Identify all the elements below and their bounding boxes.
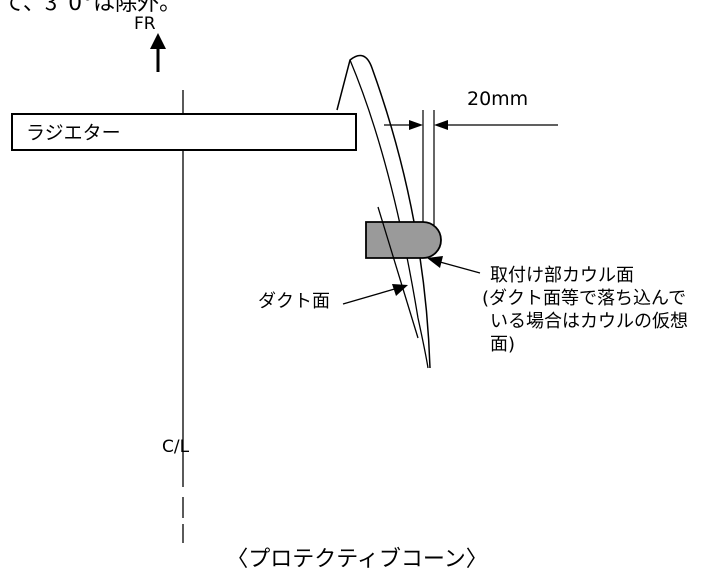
- duct-leader-line: [342, 287, 399, 305]
- centerline-label: C/L: [162, 437, 190, 457]
- duct-surface-line: [377, 206, 419, 339]
- cowl-note: 取付け部カウル面 (ダクト面等で落ち込んで いる場合はカウルの仮想 面): [482, 265, 688, 355]
- forward-arrow: FR: [134, 14, 166, 72]
- radiator-box: [11, 113, 357, 151]
- dimension-arrow-right: [434, 120, 448, 130]
- header-text: て、3ﾟ0°は除外。: [2, 0, 181, 16]
- duct-label: ダクト面: [258, 291, 330, 312]
- dimension-label: 20mm: [467, 88, 528, 110]
- radiator-label: ラジエター: [26, 122, 121, 144]
- cowl-note-line-4: 面): [490, 334, 515, 355]
- cone-inner-curve: [349, 59, 429, 369]
- cowl-leader-line: [439, 261, 481, 274]
- centerline: C/L: [162, 90, 190, 543]
- radiator: ラジエター: [11, 113, 357, 151]
- figure-caption: 〈プロテクティブコーン〉: [226, 547, 488, 572]
- cone-outer-curve: [336, 54, 431, 369]
- cowl-note-line-3: いる場合はカウルの仮想: [490, 311, 688, 332]
- dimension-arrow-left: [409, 120, 423, 130]
- cowl-note-line-1: 取付け部カウル面: [490, 265, 634, 286]
- duct-leader-arrow: [392, 284, 408, 296]
- forward-label: FR: [134, 14, 156, 34]
- cowl-note-line-2: (ダクト面等で落ち込んで: [482, 288, 686, 309]
- cowl-leader-arrow: [427, 256, 443, 268]
- forward-arrow-head: [150, 33, 166, 49]
- dimension-20mm: 20mm: [384, 88, 558, 236]
- duct-shape: [365, 221, 442, 259]
